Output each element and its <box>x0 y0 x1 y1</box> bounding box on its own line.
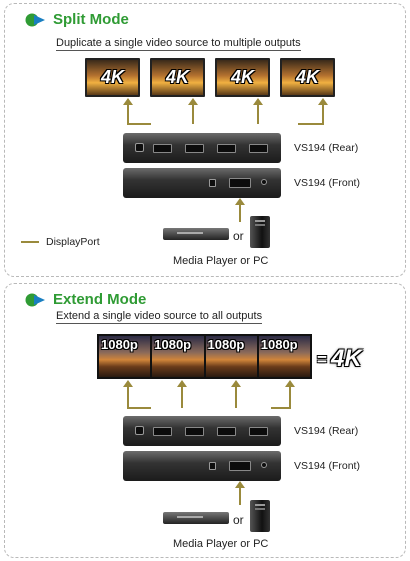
extend-mode-subtitle: Extend a single video source to all outp… <box>56 310 263 324</box>
front-label: VS194 (Front) <box>294 177 360 189</box>
split-mode-header: Split Mode <box>25 11 129 28</box>
vs194-rear <box>123 416 281 446</box>
tile-resolution-label: 1080p <box>260 337 298 352</box>
power-jack-icon <box>135 426 144 435</box>
power-jack-icon <box>135 143 144 152</box>
source-label: Media Player or PC <box>173 538 269 550</box>
legend: DisplayPort <box>21 236 100 248</box>
tile-resolution-label: 1080p <box>101 337 138 352</box>
arrow-bullet-icon <box>25 13 45 26</box>
vs194-front <box>123 451 281 481</box>
media-player-icon <box>163 512 229 524</box>
video-wall-tile: 1080p <box>258 336 310 377</box>
tile-resolution-label: 1080p <box>154 337 192 352</box>
monitor-2: 4K <box>150 58 205 97</box>
cable-arrow <box>123 380 133 408</box>
pc-tower-icon <box>250 500 270 532</box>
cable-arrow <box>285 380 295 408</box>
video-wall-tile: 1080p <box>99 336 151 377</box>
cable-arrow <box>123 98 133 124</box>
combined-4k-label: 4K <box>331 345 362 372</box>
displayport-input <box>229 461 251 471</box>
displayport-output <box>249 144 268 153</box>
displayport-output <box>217 427 236 436</box>
cable-arrow <box>231 380 241 408</box>
displayport-output <box>153 427 172 436</box>
video-wall: 1080p 1080p 1080p 1080p <box>97 334 312 379</box>
monitor-4: 4K <box>280 58 335 97</box>
cable-segment <box>298 123 324 125</box>
displayport-output <box>249 427 268 436</box>
extend-mode-title: Extend Mode <box>53 291 147 308</box>
tile-resolution-label: 1080p <box>207 337 245 352</box>
cable-segment <box>271 407 291 409</box>
cable-segment <box>127 123 151 125</box>
monitor-4k-label: 4K <box>165 67 189 87</box>
cable-arrow <box>318 98 328 124</box>
source-label: Media Player or PC <box>173 255 269 267</box>
monitor-4k-label: 4K <box>295 67 319 87</box>
equals-sign: = <box>317 350 327 369</box>
or-label: or <box>233 513 244 527</box>
displayport-input <box>229 178 251 188</box>
monitor-4k-label: 4K <box>230 67 254 87</box>
cable-segment <box>127 407 151 409</box>
pc-tower-icon <box>250 216 270 248</box>
input-cable-arrow <box>235 481 245 505</box>
displayport-output <box>217 144 236 153</box>
extend-mode-panel: Extend Mode Extend a single video source… <box>4 283 406 558</box>
monitor-4k-label: 4K <box>100 67 124 87</box>
extend-mode-header: Extend Mode <box>25 291 146 308</box>
rear-label: VS194 (Rear) <box>294 142 359 154</box>
arrow-bullet-icon <box>25 293 45 306</box>
split-mode-subtitle: Duplicate a single video source to multi… <box>56 37 301 51</box>
video-wall-tile: 1080p <box>152 336 204 377</box>
button-icon <box>261 179 267 185</box>
monitor-1: 4K <box>85 58 140 97</box>
displayport-output <box>185 427 204 436</box>
cable-arrow <box>253 98 263 124</box>
media-player-icon <box>163 228 229 240</box>
input-cable-arrow <box>235 198 245 222</box>
vs194-rear <box>123 133 281 163</box>
cable-arrow <box>177 380 187 408</box>
or-label: or <box>233 229 244 243</box>
split-mode-title: Split Mode <box>53 11 129 28</box>
button-icon <box>261 462 267 468</box>
rear-label: VS194 (Rear) <box>294 425 359 437</box>
vs194-front <box>123 168 281 198</box>
video-wall-tile: 1080p <box>205 336 257 377</box>
legend-label: DisplayPort <box>46 236 100 248</box>
front-label: VS194 (Front) <box>294 460 360 472</box>
displayport-output <box>153 144 172 153</box>
displayport-output <box>185 144 204 153</box>
led-icon <box>209 462 216 470</box>
split-mode-panel: Split Mode Duplicate a single video sour… <box>4 3 406 277</box>
cable-arrow <box>188 98 198 124</box>
displayport-line-swatch <box>21 241 39 243</box>
monitor-3: 4K <box>215 58 270 97</box>
led-icon <box>209 179 216 187</box>
